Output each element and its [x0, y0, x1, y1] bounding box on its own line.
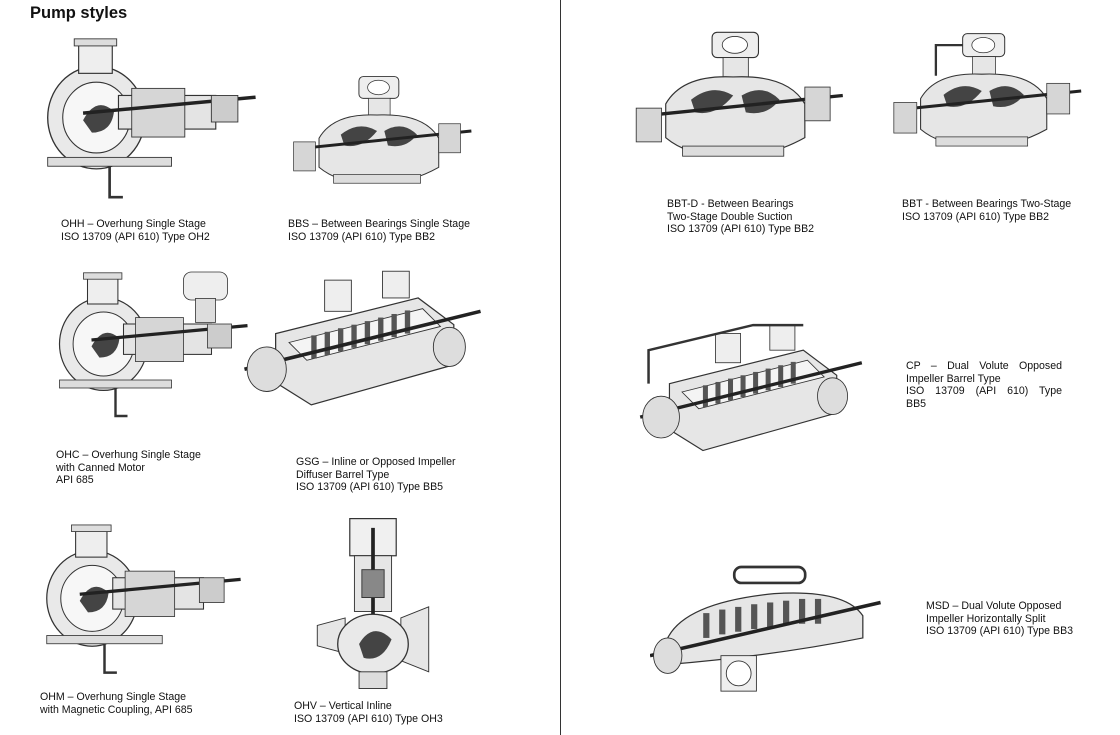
caption-line: Two-Stage Double Suction — [667, 210, 793, 223]
pump-caption-bbt: BBT - Between Bearings Two-Stage ISO 137… — [902, 198, 1071, 223]
canned-motor-pump-illustration — [40, 268, 255, 428]
overhung-pump-illustration — [30, 32, 260, 212]
pump-caption-msd: MSD – Dual Volute Opposed Impeller Horiz… — [926, 600, 1073, 638]
caption-line: OHM – Overhung Single Stage — [40, 691, 187, 703]
caption-line: with Canned Motor — [56, 461, 145, 474]
magnetic-coupling-pump-illustration — [30, 520, 245, 685]
pump-caption-gsg: GSG – Inline or Opposed Impeller Diffuse… — [296, 456, 456, 494]
caption-line: CP – Dual Volute Opposed — [906, 360, 1062, 372]
barrel-pump-illustration — [240, 270, 485, 415]
pump-caption-cp: CP – Dual Volute Opposed Impeller Barrel… — [906, 360, 1062, 410]
caption-line: ISO 13709 (API 610) Type OH2 — [61, 230, 210, 243]
caption-line: Impeller Horizontally Split — [926, 612, 1046, 625]
caption-line: MSD – Dual Volute Opposed — [926, 600, 1062, 612]
caption-line: Impeller Barrel Type — [906, 372, 1001, 385]
caption-line: ISO 13709 (API 610) Type BB3 — [926, 625, 1074, 638]
caption-line: GSG – Inline or Opposed Impeller — [296, 456, 456, 468]
vertical-inline-pump-illustration — [308, 512, 438, 697]
horizontally-split-pump-illustration — [650, 556, 885, 711]
pump-caption-ohh: OHH – Overhung Single Stage ISO 13709 (A… — [61, 218, 210, 243]
between-bearings-pump-illustration — [290, 56, 475, 206]
caption-line: ISO 13709 (API 610) Type BB2 — [902, 210, 1050, 223]
caption-line: ISO 13709 (API 610) Type BB2 — [288, 230, 436, 243]
pump-caption-bbs: BBS – Between Bearings Single Stage ISO … — [288, 218, 470, 243]
caption-line: BB5 — [906, 397, 927, 410]
caption-line: ISO 13709 (API 610) Type — [906, 385, 1062, 398]
caption-line: API 685 — [56, 474, 94, 487]
pump-caption-ohv: OHV – Vertical Inline ISO 13709 (API 610… — [294, 700, 443, 725]
dual-volute-barrel-pump-illustration — [636, 312, 866, 472]
caption-line: OHC – Overhung Single Stage — [56, 449, 201, 461]
caption-line: ISO 13709 (API 610) Type BB2 — [667, 223, 815, 236]
page-title: Pump styles — [30, 4, 128, 22]
column-divider — [560, 0, 561, 735]
pump-caption-bbtd: BBT-D - Between Bearings Two-Stage Doubl… — [667, 198, 814, 236]
caption-line: BBS – Between Bearings Single Stage — [288, 218, 470, 230]
caption-line: ISO 13709 (API 610) Type BB5 — [296, 481, 444, 494]
double-suction-pump-illustration — [632, 18, 847, 173]
caption-line: OHV – Vertical Inline — [294, 700, 392, 712]
two-stage-pump-illustration — [890, 12, 1085, 170]
pump-caption-ohc: OHC – Overhung Single Stage with Canned … — [56, 449, 201, 487]
caption-line: BBT-D - Between Bearings — [667, 198, 794, 210]
pump-caption-ohm: OHM – Overhung Single Stage with Magneti… — [40, 691, 193, 716]
caption-line: with Magnetic Coupling, API 685 — [40, 703, 193, 716]
caption-line: Diffuser Barrel Type — [296, 468, 390, 481]
caption-line: ISO 13709 (API 610) Type OH3 — [294, 712, 443, 725]
caption-line: OHH – Overhung Single Stage — [61, 218, 206, 230]
caption-line: BBT - Between Bearings Two-Stage — [902, 198, 1072, 210]
